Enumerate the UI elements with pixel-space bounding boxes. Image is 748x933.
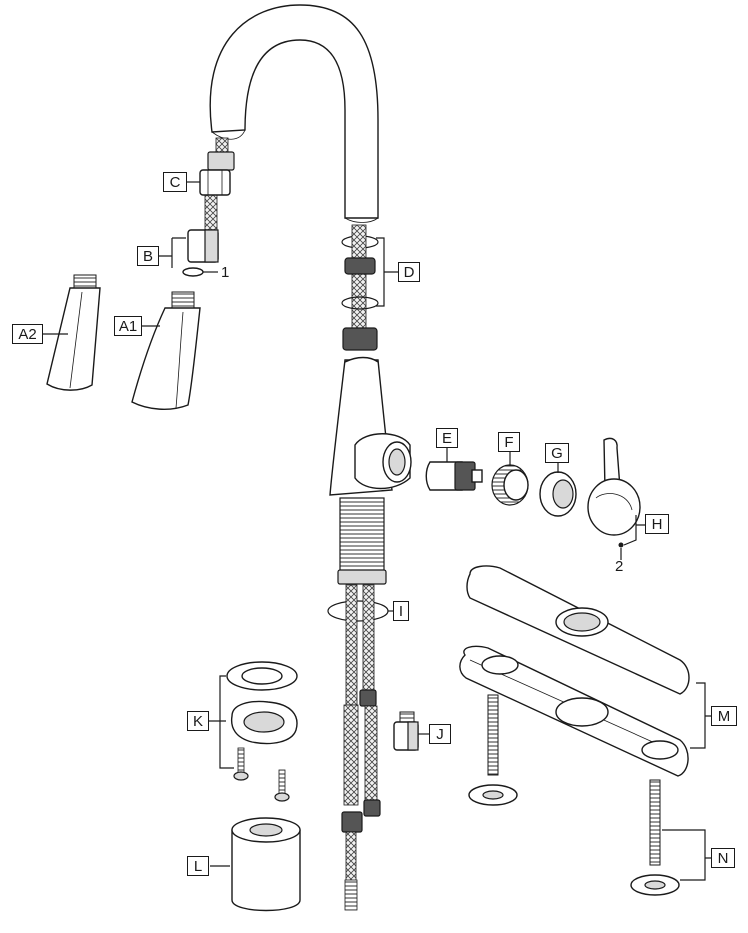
label-i: I (393, 601, 409, 621)
hose-weight-l (231, 817, 301, 912)
hose-weight-b (187, 229, 219, 263)
sprayhead-a1 (131, 291, 201, 410)
spout-connector-d (341, 224, 379, 351)
label-k: K (187, 711, 209, 731)
label-a2: A2 (12, 324, 43, 344)
label-c: C (163, 172, 187, 192)
cap-g (539, 471, 577, 517)
bonnet-nut-f (491, 464, 529, 506)
handle-h (587, 437, 641, 548)
washer-1 (182, 267, 204, 277)
label-j: J (429, 724, 451, 744)
label-m: M (711, 706, 737, 726)
label-b: B (137, 246, 159, 266)
spout-gooseneck (209, 4, 379, 223)
mounting-stud-left (468, 694, 518, 806)
label-h: H (645, 514, 669, 534)
faucet-body (329, 356, 412, 496)
faucet-shank (337, 497, 387, 585)
supply-hoses (341, 584, 381, 911)
hose-nut-c (199, 151, 235, 196)
label-l: L (187, 856, 209, 876)
adapter-j (393, 711, 419, 751)
label-g: G (545, 443, 569, 463)
mounting-stud-n (630, 779, 680, 896)
label-d: D (398, 262, 420, 282)
number-2: 2 (615, 558, 624, 575)
deck-plate-m (459, 565, 690, 777)
mounting-bracket-k (226, 661, 298, 802)
o-ring-i (327, 600, 389, 622)
label-n: N (711, 848, 735, 868)
label-a1: A1 (114, 316, 142, 336)
cartridge-e (425, 461, 483, 491)
label-e: E (436, 428, 458, 448)
number-1: 1 (221, 264, 230, 281)
sprayhead-a2 (46, 274, 101, 391)
label-f: F (498, 432, 520, 452)
